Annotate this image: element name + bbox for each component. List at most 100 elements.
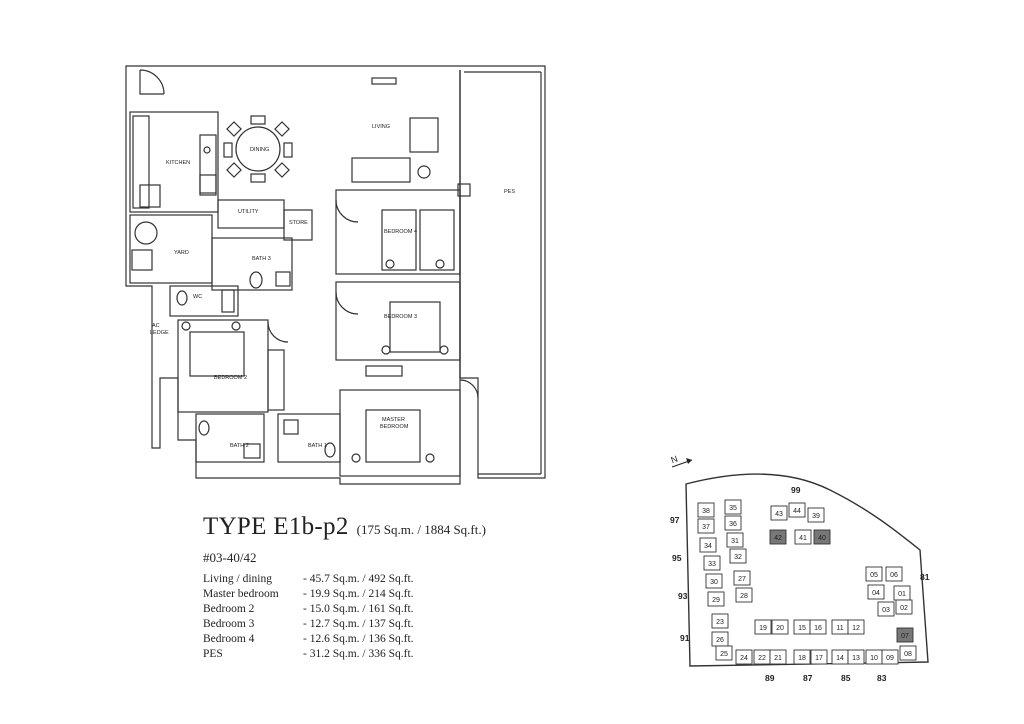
bath1-room: [277, 413, 341, 463]
site-block: 33: [703, 555, 721, 571]
street-number: 93: [678, 591, 688, 601]
bath3-room: [211, 237, 293, 291]
label-bedroom2: BEDROOM 2: [214, 375, 247, 381]
site-block: 23: [711, 613, 729, 629]
svg-text:22: 22: [758, 655, 766, 662]
svg-text:44: 44: [793, 508, 801, 515]
bedroom3-door: [335, 291, 359, 315]
street-number: 87: [803, 673, 813, 683]
bedroom2-bed: [189, 331, 245, 377]
svg-text:21: 21: [774, 655, 782, 662]
label-bath2: BATH 2: [230, 443, 249, 449]
bath2-room: [195, 413, 265, 463]
site-block: 11: [831, 619, 849, 635]
site-block: 16: [809, 619, 827, 635]
fridge: [139, 184, 161, 208]
svg-text:25: 25: [720, 651, 728, 658]
toilet-wc: [176, 290, 188, 306]
street-number: 83: [877, 673, 887, 683]
master-wardrobe: [365, 365, 403, 377]
site-block: 10: [865, 649, 883, 665]
main-door: [139, 69, 165, 95]
svg-text:30: 30: [710, 579, 718, 586]
svg-text:14: 14: [836, 655, 844, 662]
street-number: 97: [670, 515, 680, 525]
svg-text:29: 29: [712, 597, 720, 604]
area-row: Master bedroom- 19.9 Sq.m. / 214 Sq.ft.: [203, 588, 414, 600]
site-block: 36: [724, 515, 742, 531]
site-block: 22: [753, 649, 771, 665]
label-master-1: MASTER: [382, 417, 405, 423]
svg-text:31: 31: [731, 538, 739, 545]
site-block: 03: [877, 601, 895, 617]
area-schedule: Living / dining- 45.7 Sq.m. / 492 Sq.ft.…: [203, 572, 483, 662]
armchair: [409, 117, 439, 153]
svg-text:33: 33: [708, 561, 716, 568]
unit-type-title: TYPE E1b-p2 (175 Sq.m. / 1884 Sq.ft.): [203, 513, 486, 541]
toilet-bath1: [324, 442, 336, 458]
svg-text:28: 28: [740, 593, 748, 600]
svg-text:34: 34: [704, 543, 712, 550]
svg-text:10: 10: [870, 655, 878, 662]
street-number: 89: [765, 673, 775, 683]
label-living: LIVING: [372, 124, 390, 130]
label-bath1: BATH 1: [308, 443, 327, 449]
street-number: 85: [841, 673, 851, 683]
svg-text:37: 37: [702, 524, 710, 531]
bedroom4-door: [335, 199, 359, 223]
unit-numbers: #03-40/42: [203, 550, 257, 565]
area-row: Bedroom 2- 15.0 Sq.m. / 161 Sq.ft.: [203, 603, 414, 615]
svg-text:16: 16: [814, 625, 822, 632]
label-kitchen: KITCHEN: [166, 160, 190, 166]
svg-text:23: 23: [716, 619, 724, 626]
site-block: 37: [697, 518, 715, 534]
bedroom4-bed-2: [419, 209, 455, 271]
master-bed: [365, 409, 421, 463]
column: [457, 183, 471, 197]
site-block: 19: [754, 619, 772, 635]
street-number: 81: [920, 572, 930, 582]
site-block: 02: [895, 599, 913, 615]
site-block: 35: [724, 499, 742, 515]
label-bedroom3: BEDROOM 3: [384, 314, 417, 320]
svg-text:06: 06: [890, 572, 898, 579]
site-block: 13: [847, 649, 865, 665]
store-room: [283, 209, 313, 241]
site-block: 42: [769, 529, 787, 545]
bedroom4-room: [335, 189, 461, 275]
svg-text:32: 32: [734, 554, 742, 561]
site-block: 15: [793, 619, 811, 635]
site-block: 14: [831, 649, 849, 665]
label-master-2: BEDROOM: [380, 424, 409, 430]
site-block: 44: [788, 502, 806, 518]
site-block: 27: [733, 570, 751, 586]
basin-bath1: [283, 419, 299, 435]
label-store: STORE: [289, 220, 308, 226]
svg-text:03: 03: [882, 607, 890, 614]
site-block: 05: [865, 566, 883, 582]
site-block: 31: [726, 532, 744, 548]
site-block: 20: [771, 619, 789, 635]
wc-room: [169, 285, 239, 317]
svg-text:24: 24: [740, 655, 748, 662]
site-block: 34: [699, 537, 717, 553]
area-row: Bedroom 3- 12.7 Sq.m. / 137 Sq.ft.: [203, 618, 414, 630]
svg-text:36: 36: [729, 521, 737, 528]
bedroom2-wardrobe: [267, 349, 285, 411]
yard-sink: [131, 249, 153, 271]
bedroom3-room: [335, 281, 461, 361]
site-block: 29: [707, 591, 725, 607]
washer: [134, 221, 158, 245]
svg-text:27: 27: [738, 576, 746, 583]
site-block: 01: [893, 585, 911, 601]
site-block: 09: [881, 649, 899, 665]
site-block: 08: [899, 645, 917, 661]
label-bath3: BATH 3: [252, 256, 271, 262]
svg-text:02: 02: [900, 605, 908, 612]
street-number: 99: [791, 485, 801, 495]
svg-text:43: 43: [775, 511, 783, 518]
label-ac: AC: [152, 323, 160, 329]
site-block: 07: [896, 627, 914, 643]
